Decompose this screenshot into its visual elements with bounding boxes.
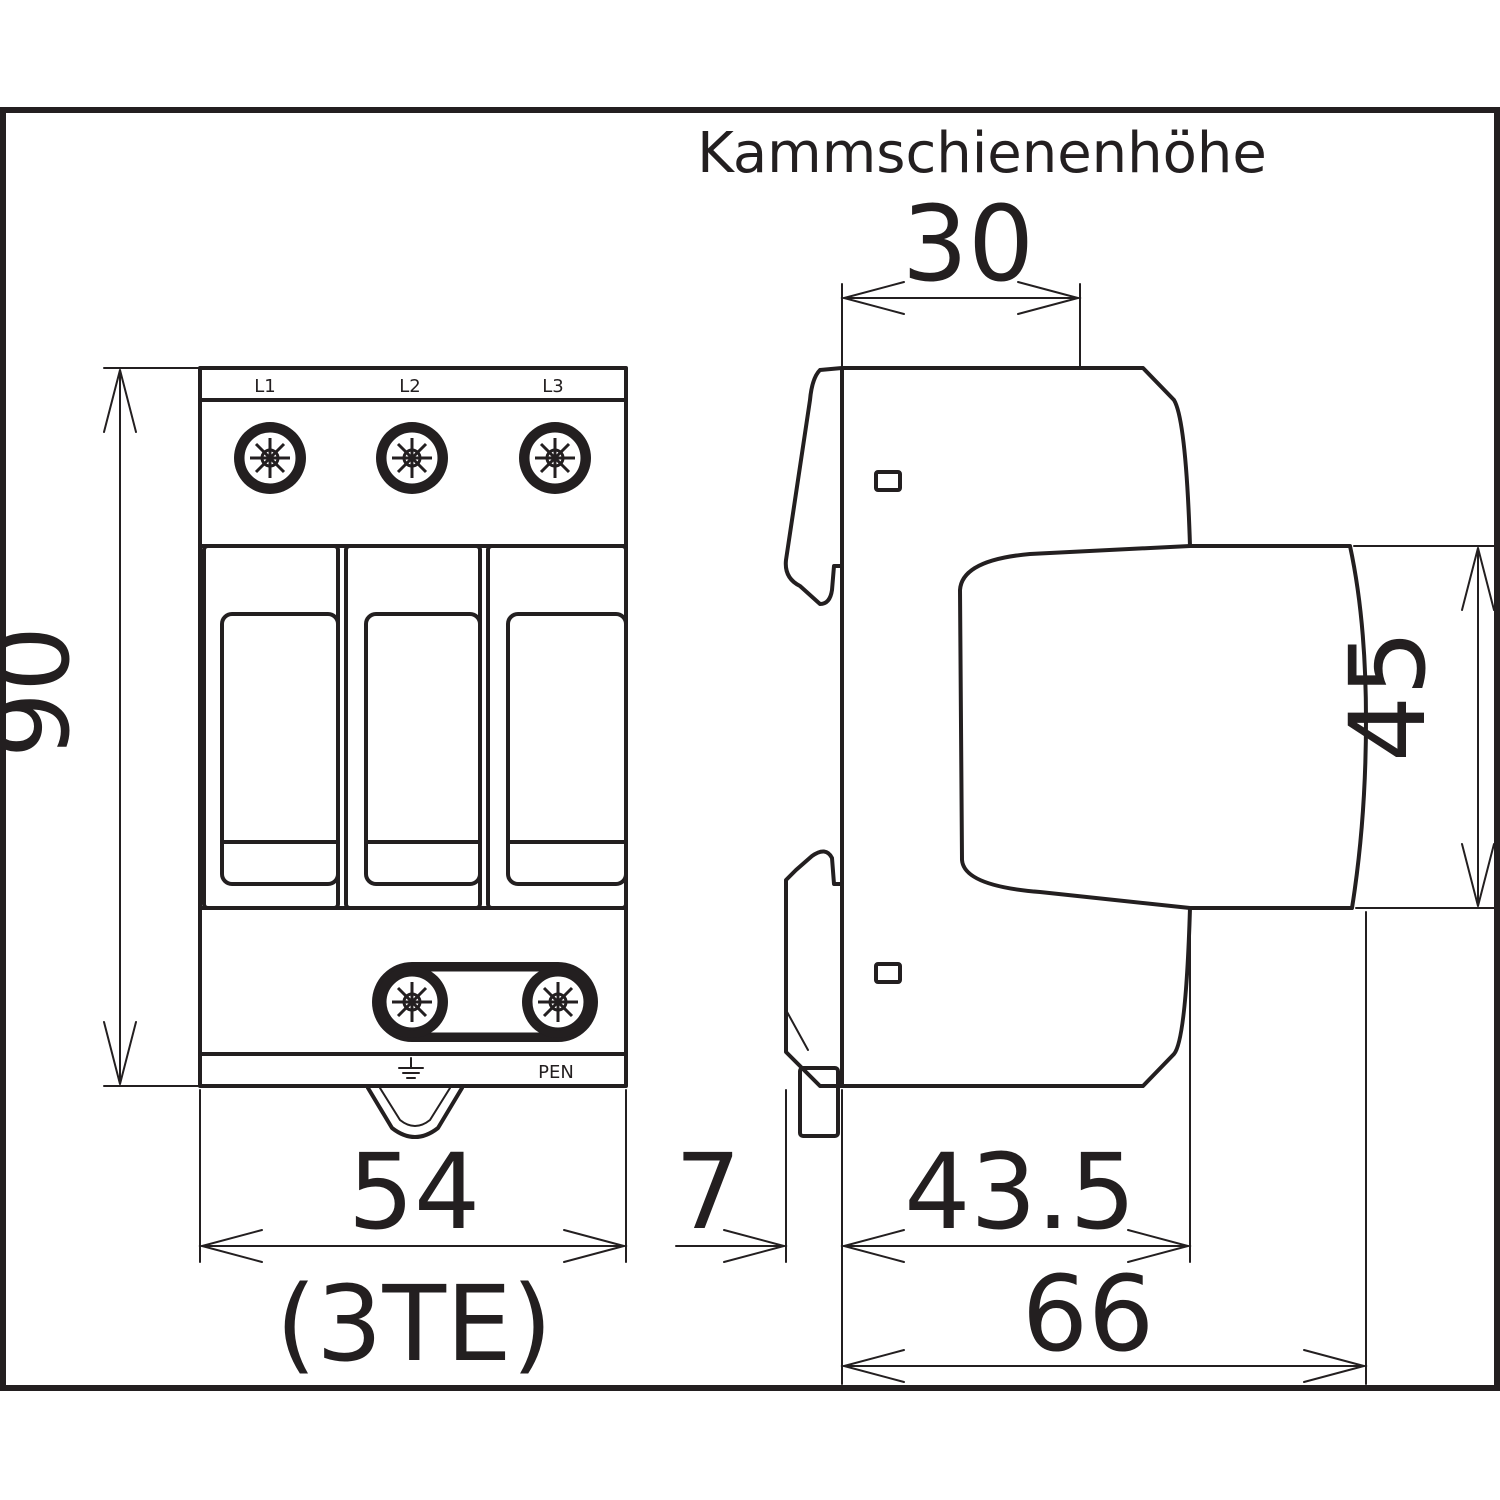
terminal-label-l2: L2	[399, 376, 420, 397]
dim-width-front: 54	[348, 1131, 480, 1253]
protection-module-1	[202, 544, 340, 910]
side-view	[783, 366, 1368, 1138]
screw-terminal-l3	[517, 420, 593, 496]
dim-rail-offset: 7	[675, 1131, 741, 1253]
protection-module-3	[486, 544, 628, 910]
drawing-frame	[0, 107, 1500, 1391]
terminal-label-l3: L3	[542, 376, 563, 397]
dimension-lines	[103, 281, 1495, 1385]
latch-mark-bottom	[874, 962, 902, 984]
ground-icon	[398, 1057, 424, 1079]
din-rail-foot	[798, 1066, 840, 1138]
side-housing	[783, 366, 1192, 1088]
dim-depth-partial: 43.5	[904, 1131, 1136, 1253]
dim-width-units: (3TE)	[276, 1263, 553, 1385]
dim-depth-total: 66	[1022, 1253, 1154, 1375]
terminal-label-l1: L1	[254, 376, 275, 397]
title-comb-bar-height: Kammschienenhöhe	[697, 121, 1267, 186]
side-module	[958, 544, 1368, 910]
screw-terminal-pe-2	[520, 964, 596, 1040]
dim-module-height: 45	[1327, 630, 1449, 762]
dim-comb-bar-height: 30	[902, 183, 1034, 305]
pen-label: PEN	[538, 1062, 574, 1083]
rail-clip	[366, 1086, 464, 1139]
latch-mark-top	[874, 470, 902, 492]
screw-terminal-pe-1	[374, 964, 450, 1040]
screw-terminal-l1	[232, 420, 308, 496]
screw-terminal-l2	[374, 420, 450, 496]
dim-height-total: 90	[0, 626, 93, 758]
front-view: L1 L2 L3	[198, 366, 628, 1139]
protection-module-2	[344, 544, 482, 910]
